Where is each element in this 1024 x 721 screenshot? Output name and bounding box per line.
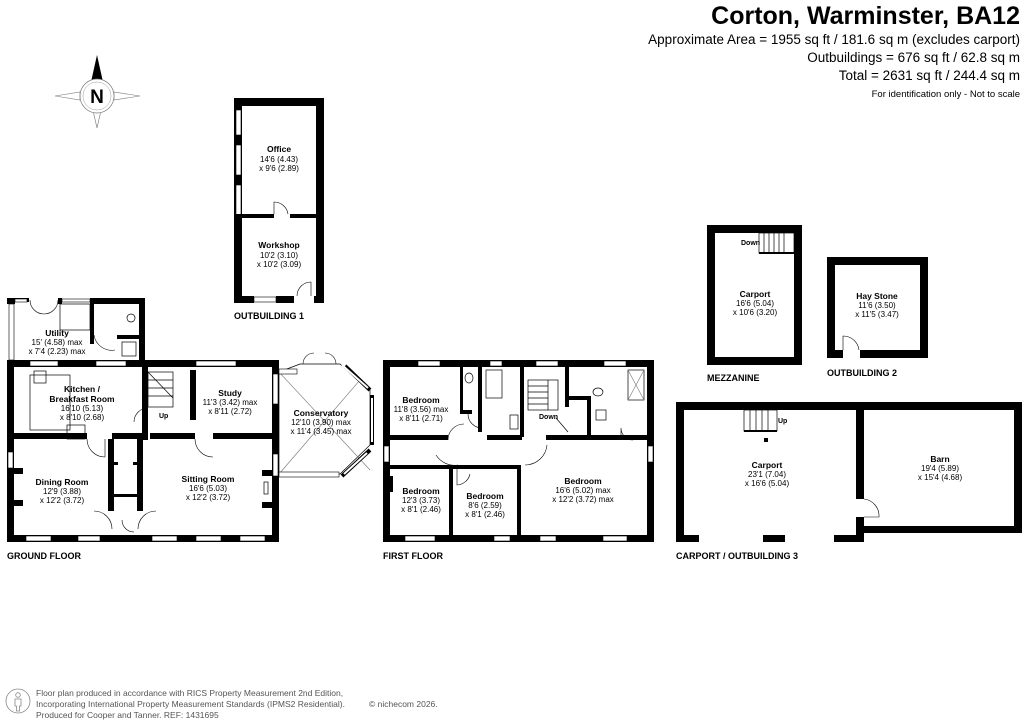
svg-text:11'6 (3.50): 11'6 (3.50) — [858, 301, 896, 310]
svg-text:12'3 (3.73): 12'3 (3.73) — [402, 496, 440, 505]
footer-notes: Floor plan produced in accordance with R… — [36, 688, 438, 721]
svg-text:10'2 (3.10): 10'2 (3.10) — [260, 251, 298, 260]
room-workshop: Workshop 10'2 (3.10) x 10'2 (3.09) — [257, 240, 302, 269]
svg-text:Conservatory: Conservatory — [294, 408, 349, 418]
room-bedroom-1: Bedroom 11'8 (3.56) max x 8'11 (2.71) — [394, 395, 449, 423]
svg-text:12'10 (3.90) max: 12'10 (3.90) max — [291, 418, 351, 427]
svg-text:14'6 (4.43): 14'6 (4.43) — [260, 155, 298, 164]
outbuilding-2-label: OUTBUILDING 2 — [827, 368, 897, 378]
stair-down-label: Down — [539, 414, 558, 421]
room-barn: Barn 19'4 (5.89) x 15'4 (4.68) — [918, 454, 963, 482]
room-bedroom-4: Bedroom 16'6 (5.02) max x 12'2 (3.72) ma… — [552, 476, 614, 504]
disclaimer: For identification only - Not to scale — [871, 89, 1020, 100]
outbuildings-area: Outbuildings = 676 sq ft / 62.8 sq m — [807, 50, 1020, 65]
room-utility: Utility 15' (4.58) max x 7'4 (2.23) max — [28, 328, 85, 356]
property-title: Corton, Warminster, BA12 — [711, 2, 1020, 30]
footer-line-2: Incorporating International Property Mea… — [36, 699, 345, 709]
svg-text:Workshop: Workshop — [258, 240, 299, 250]
north-compass-icon: N — [54, 55, 141, 129]
room-bedroom-3: Bedroom 8'6 (2.59) x 8'1 (2.46) — [465, 491, 505, 519]
svg-text:16'6 (5.03): 16'6 (5.03) — [189, 484, 227, 493]
svg-text:Breakfast Room: Breakfast Room — [49, 394, 115, 404]
svg-text:x 9'6 (2.89): x 9'6 (2.89) — [259, 164, 299, 173]
svg-text:8'6 (2.59): 8'6 (2.59) — [468, 501, 502, 510]
svg-text:x 12'2 (3.72): x 12'2 (3.72) — [186, 493, 231, 502]
outbuilding-1-plan — [234, 98, 324, 303]
svg-text:x 11'5 (3.47): x 11'5 (3.47) — [855, 310, 899, 319]
svg-text:Hay Stone: Hay Stone — [856, 291, 898, 301]
svg-text:11'3 (3.42) max: 11'3 (3.42) max — [203, 398, 258, 407]
svg-text:Office: Office — [267, 144, 291, 154]
room-sitting: Sitting Room 16'6 (5.03) x 12'2 (3.72) — [182, 474, 235, 502]
ground-floor-label: GROUND FLOOR — [7, 551, 81, 561]
room-dining: Dining Room 12'9 (3.88) x 12'2 (3.72) — [36, 477, 89, 505]
svg-text:16'10 (5.13): 16'10 (5.13) — [61, 404, 104, 413]
first-floor-label: FIRST FLOOR — [383, 551, 443, 561]
svg-text:x 10'2 (3.09): x 10'2 (3.09) — [257, 260, 302, 269]
svg-text:12'9 (3.88): 12'9 (3.88) — [43, 487, 81, 496]
svg-text:x 15'4 (4.68): x 15'4 (4.68) — [918, 473, 963, 482]
ground-floor-plan: Up — [7, 298, 374, 542]
svg-text:x 12'2 (3.72): x 12'2 (3.72) — [40, 496, 85, 505]
svg-text:Carport: Carport — [740, 289, 771, 299]
room-mezz-carport: Carport 16'6 (5.04) x 10'6 (3.20) — [733, 289, 778, 317]
svg-text:Utility: Utility — [45, 328, 69, 338]
svg-text:16'6 (5.02) max: 16'6 (5.02) max — [555, 486, 610, 495]
outbuilding-2-plan — [827, 257, 928, 358]
footer-line-1: Floor plan produced in accordance with R… — [36, 688, 344, 698]
outbuilding-3-label: CARPORT / OUTBUILDING 3 — [676, 551, 798, 561]
svg-text:Bedroom: Bedroom — [402, 395, 440, 405]
svg-text:11'8 (3.56) max: 11'8 (3.56) max — [394, 405, 449, 414]
svg-text:Bedroom: Bedroom — [564, 476, 602, 486]
approx-area: Approximate Area = 1955 sq ft / 181.6 sq… — [648, 32, 1020, 47]
total-area: Total = 2631 sq ft / 244.4 sq m — [838, 68, 1020, 83]
copyright: © nichecom 2026. — [369, 699, 438, 709]
person-icon — [5, 688, 31, 714]
carport-stair-up-label: Up — [778, 418, 787, 425]
room-kitchen: Kitchen / Breakfast Room 16'10 (5.13) x … — [49, 384, 115, 422]
room-carport: Carport 23'1 (7.04) x 16'6 (5.04) — [745, 460, 790, 488]
mezzanine-plan: Down — [707, 225, 802, 365]
svg-text:15' (4.58) max: 15' (4.58) max — [32, 338, 83, 347]
svg-text:Kitchen /: Kitchen / — [64, 384, 101, 394]
svg-text:x 10'6 (3.20): x 10'6 (3.20) — [733, 308, 778, 317]
compass-n-label: N — [90, 87, 104, 108]
room-bedroom-2: Bedroom 12'3 (3.73) x 8'1 (2.46) — [401, 486, 441, 514]
svg-text:x 8'1 (2.46): x 8'1 (2.46) — [465, 510, 505, 519]
svg-text:Bedroom: Bedroom — [466, 491, 504, 501]
svg-text:Bedroom: Bedroom — [402, 486, 440, 496]
svg-text:Carport: Carport — [752, 460, 783, 470]
mezz-stair-down-label: Down — [741, 240, 760, 247]
svg-text:x 11'4 (3.45) max: x 11'4 (3.45) max — [291, 427, 352, 436]
svg-text:16'6 (5.04): 16'6 (5.04) — [736, 299, 774, 308]
svg-text:Sitting Room: Sitting Room — [182, 474, 235, 484]
svg-text:x 12'2 (3.72) max: x 12'2 (3.72) max — [552, 495, 614, 504]
room-conservatory: Conservatory 12'10 (3.90) max x 11'4 (3.… — [291, 408, 352, 436]
svg-text:x 8'10 (2.68): x 8'10 (2.68) — [60, 413, 105, 422]
svg-text:23'1 (7.04): 23'1 (7.04) — [748, 470, 786, 479]
stair-up-label: Up — [159, 413, 168, 420]
svg-text:x 8'11 (2.72): x 8'11 (2.72) — [208, 407, 252, 416]
svg-text:19'4 (5.89): 19'4 (5.89) — [921, 464, 959, 473]
svg-text:x 8'1 (2.46): x 8'1 (2.46) — [401, 505, 441, 514]
room-hay-stone: Hay Stone 11'6 (3.50) x 11'5 (3.47) — [855, 291, 899, 319]
svg-text:Dining Room: Dining Room — [36, 477, 89, 487]
room-office: Office 14'6 (4.43) x 9'6 (2.89) — [259, 144, 299, 173]
svg-text:Study: Study — [218, 388, 242, 398]
outbuilding-3-plan: Up — [676, 402, 1022, 542]
svg-text:x 8'11 (2.71): x 8'11 (2.71) — [399, 414, 443, 423]
svg-text:Barn: Barn — [930, 454, 949, 464]
svg-text:x 7'4 (2.23) max: x 7'4 (2.23) max — [28, 347, 85, 356]
outbuilding-1-label: OUTBUILDING 1 — [234, 311, 304, 321]
footer-line-3: Produced for Cooper and Tanner. REF: 143… — [36, 710, 219, 720]
svg-text:x 16'6 (5.04): x 16'6 (5.04) — [745, 479, 790, 488]
room-study: Study 11'3 (3.42) max x 8'11 (2.72) — [203, 388, 258, 416]
first-floor-plan: Down — [383, 360, 654, 542]
mezzanine-label: MEZZANINE — [707, 373, 760, 383]
